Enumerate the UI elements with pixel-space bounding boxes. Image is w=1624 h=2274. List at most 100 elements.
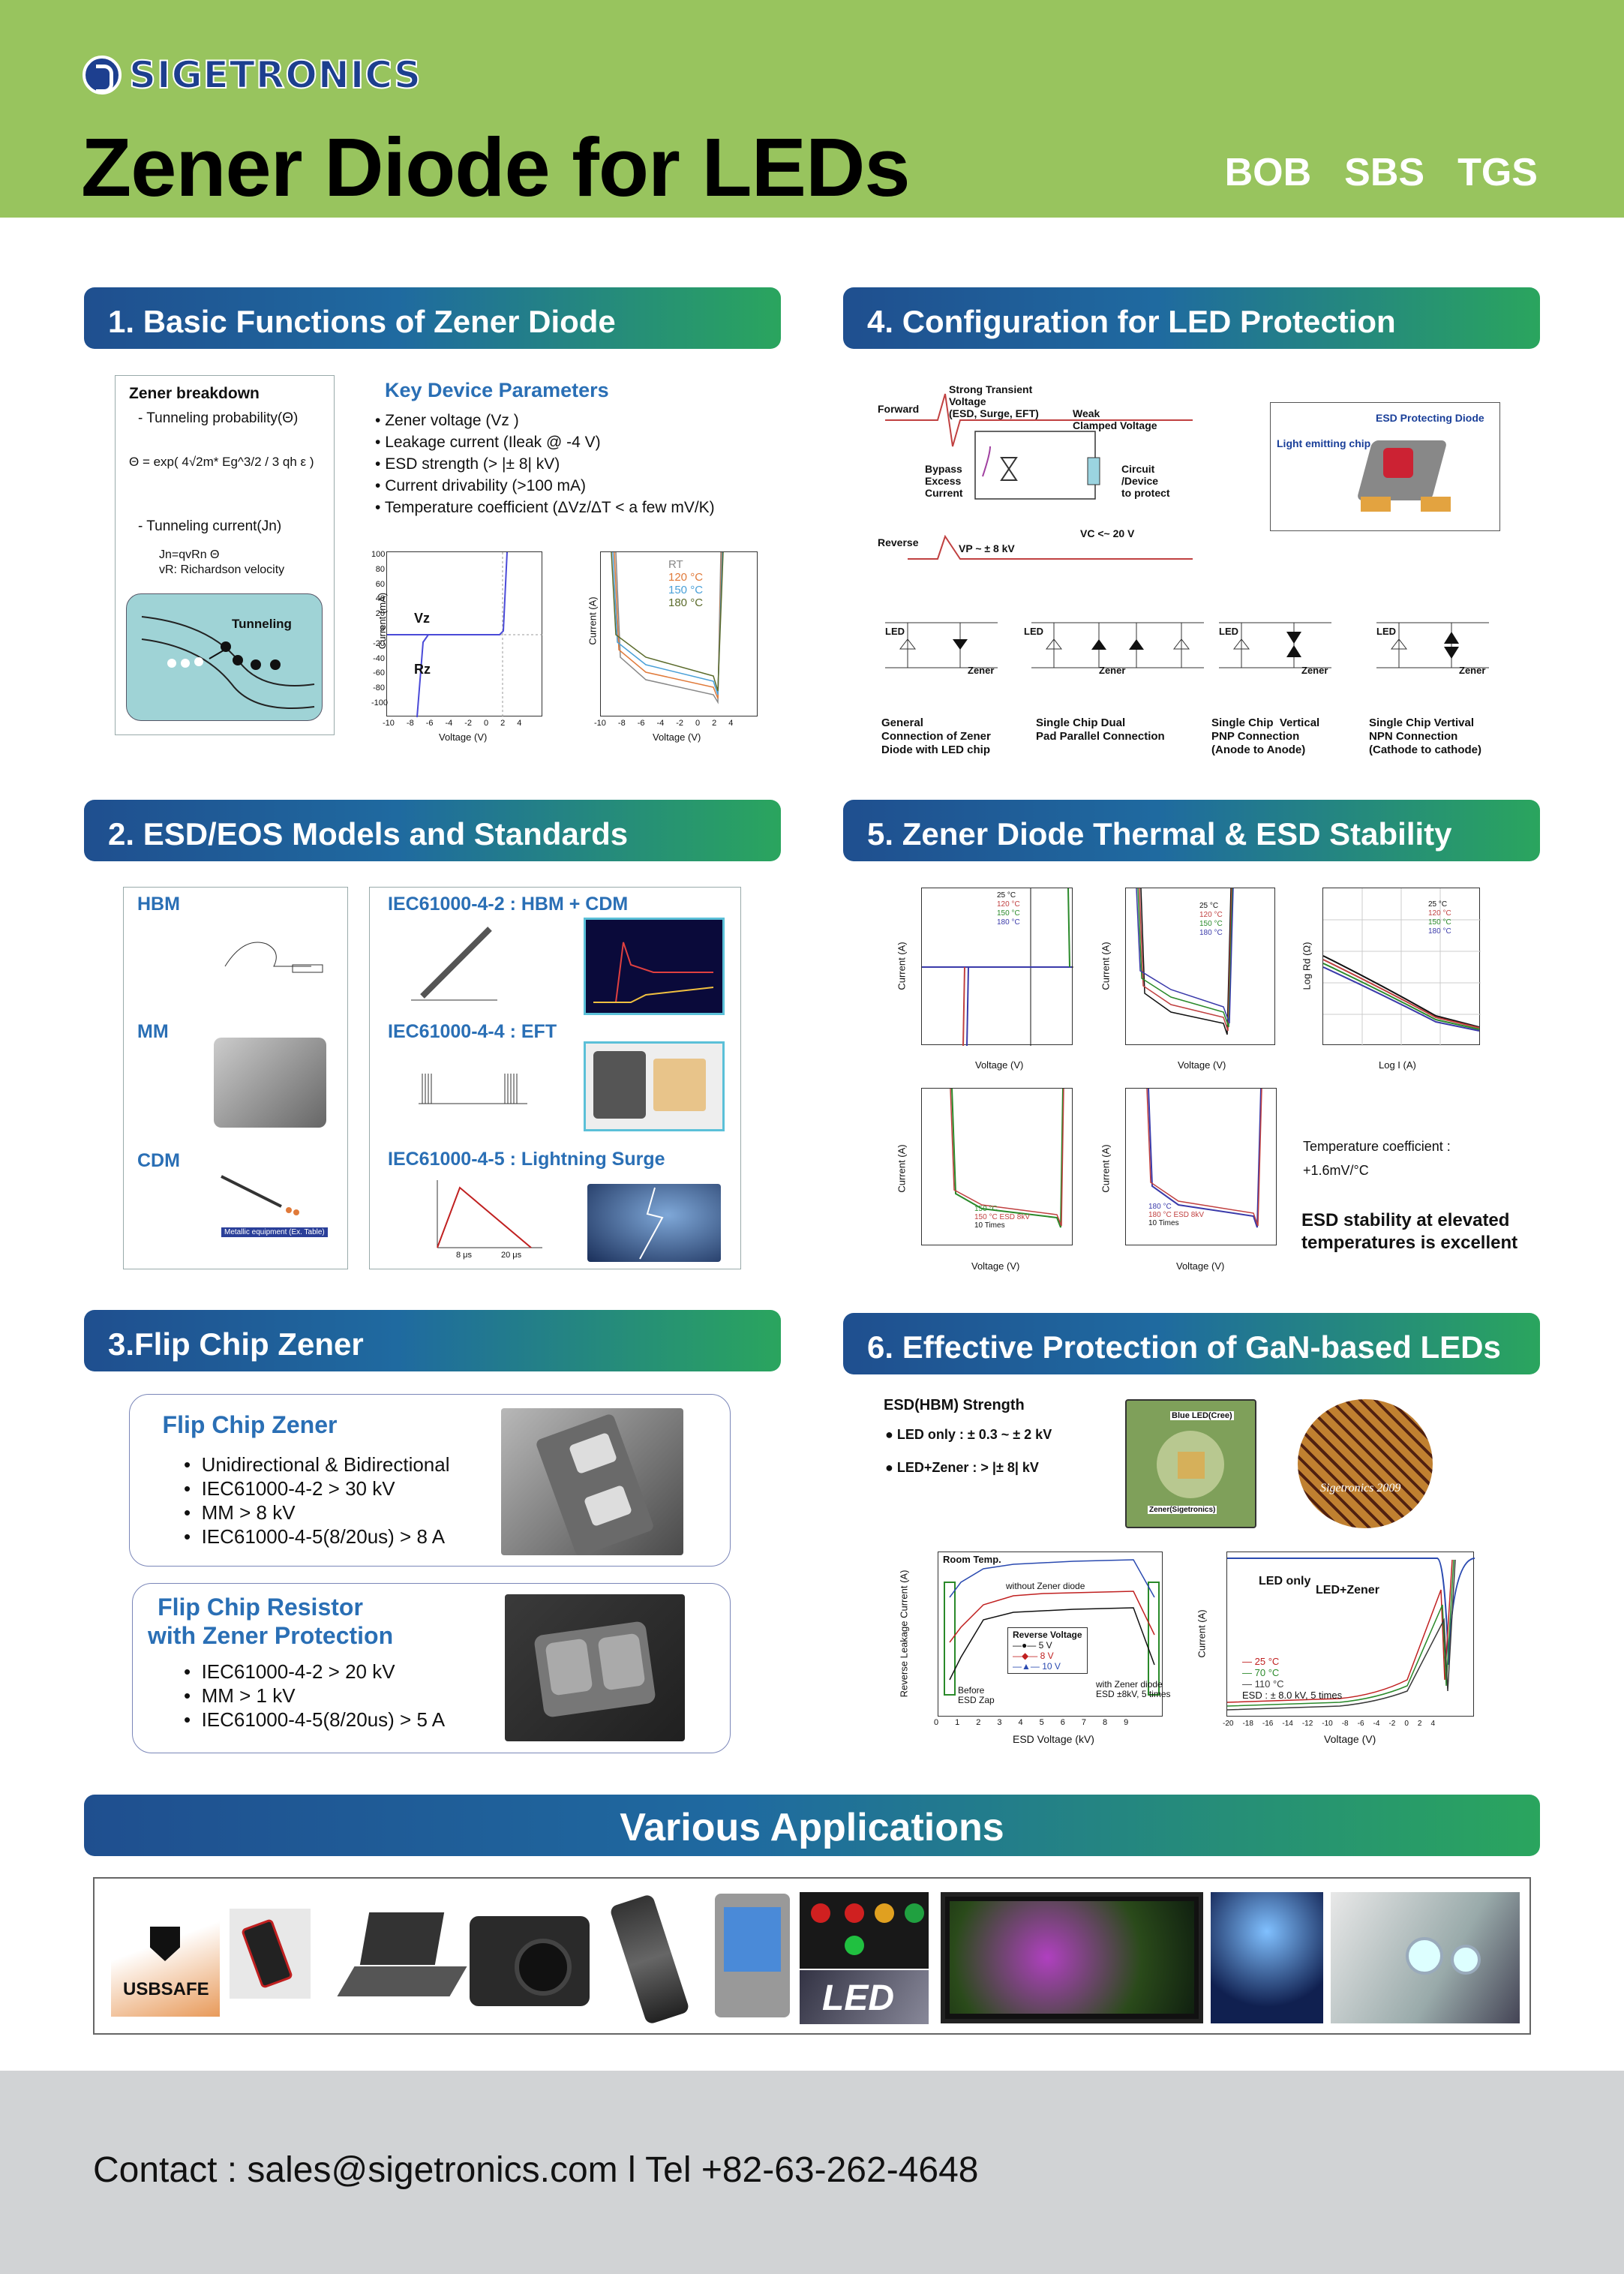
chart2-ylabel: Current (A) [587,596,599,645]
thermal-xlabel: Voltage (V) [1176,1260,1225,1272]
vr-definition: vR: Richardson velocity [159,563,285,576]
mm-robot-image [214,1038,326,1128]
led-only-curve-label: LED only [1259,1575,1311,1588]
section-5-header: 5. Zener Diode Thermal & ESD Stability [843,800,1540,861]
thermal-ylabel: Current (A) [896,1144,908,1193]
room-temp-label: Room Temp. [943,1554,1001,1565]
contact-info: Contact : sales@sigetronics.com l Tel +8… [93,2150,979,2190]
protection-circuit-diagram: Forward Strong Transient Voltage (ESD, S… [878,379,1238,566]
chart2-xlabel: Voltage (V) [653,731,701,743]
vz-label: Vz [414,611,431,626]
thermal-ylabel: Current (A) [1100,942,1112,990]
weak-clamped-label: Weak Clamped Voltage [1073,407,1157,431]
header-band [0,0,1624,218]
code-sbs: SBS [1344,151,1425,194]
esd-diode-label: ESD Protecting Diode [1376,412,1484,424]
led-sign-image: LED [800,1970,929,2024]
brand-name: SIGETRONICS [128,53,422,98]
laptop-image [337,1912,467,2010]
tunneling-current-label: - Tunneling current(Jn) [138,518,282,534]
flip-chip-resistor-photo [505,1594,685,1741]
flip-spec-item: • IEC61000-4-5(8/20us) > 5 A [184,1708,446,1731]
esd-strength-title: ESD(HBM) Strength [884,1397,1025,1413]
traffic-signal-image [800,1892,929,1969]
phone-image [230,1909,311,1999]
surge-tick-8us: 8 μs [456,1251,473,1260]
led-sign-text: LED [822,1978,894,2018]
log-ylabel: Log Rd (Ω) [1301,942,1313,990]
led-package-image: ESD Protecting Diode Light emitting chip [1270,402,1500,531]
cellphone-image [597,1893,695,2026]
tunneling-illustration: Tunneling [126,593,323,721]
key-params-title: Key Device Parameters [385,379,609,401]
flip-spec-item: • MM > 1 kV [184,1684,296,1707]
with-zener-label: with Zener diode ESD ±8kV, 5 times [1096,1679,1171,1699]
iv-chart-log: RT 120 °C 150 °C 180 °C [600,551,758,716]
config-caption: Single Chip Dual Pad Parallel Connection [1036,716,1165,743]
config-pnp: LED Zener Single Chip Vertical PNP Conne… [1211,608,1361,758]
param-item: • Current drivability (>100 mA) [375,477,587,494]
flip-chip-zener-card: Flip Chip Zener • Unidirectional & Bidir… [129,1394,731,1567]
surge-tick-20us: 20 μs [501,1251,522,1260]
eft-components-image [584,1041,725,1131]
applications-header: Various Applications [84,1795,1540,1856]
chart1-xlabel: Voltage (V) [439,731,488,743]
tunneling-label: Tunneling [232,617,292,631]
leakage-vs-esd-chart: Room Temp. without Zener diode with Zene… [938,1552,1171,1717]
before-zap-label: Before ESD Zap [958,1685,995,1705]
strong-transient-label: Strong Transient Voltage (ESD, Surge, EF… [949,383,1039,419]
usb-safe-logo: USBSAFE [111,1897,220,2017]
usb-safe-text: USBSAFE [123,1979,209,1999]
thermal-ylabel: Current (A) [896,942,908,990]
blue-led-label: Blue LED(Cree) [1170,1411,1234,1420]
section-4-header: 4. Configuration for LED Protection [843,287,1540,349]
thermal-xlabel: Voltage (V) [1178,1059,1226,1071]
iec-4-4-label: IEC61000-4-4 : EFT [388,1021,557,1042]
forward-label: Forward [878,403,920,415]
param-item: • ESD strength (> |± 8| kV) [375,455,560,473]
circuit-label: Circuit /Device to protect [1121,463,1170,499]
section-2-header: 2. ESD/EOS Models and Standards [84,800,781,861]
vp-label: VP ~ ± 8 kV [959,542,1015,554]
hbm-illustration [221,921,326,989]
configuration-row: LED Zener General Connection of Zener Di… [878,608,1538,758]
param-item: • Leakage current (Ileak @ -4 V) [375,434,601,451]
vc-label: VC <~ 20 V [1080,527,1135,539]
led-chip-photo: Blue LED(Cree) Zener(Sigetronics) [1125,1399,1256,1528]
car-headlight-image [1331,1892,1520,2023]
config-general: LED Zener General Connection of Zener Di… [878,608,1028,758]
led-zener-curve-label: LED+Zener [1316,1584,1379,1597]
section-3-header: 3.Flip Chip Zener [84,1310,781,1371]
breakdown-title: Zener breakdown [129,385,260,402]
flip-spec-item: • IEC61000-4-5(8/20us) > 8 A [184,1525,446,1548]
config-caption: Single Chip Vertical PNP Connection (Ano… [1211,716,1320,756]
iec-4-2-label: IEC61000-4-2 : HBM + CDM [388,894,629,915]
pda-image [715,1894,790,2017]
camera-image [470,1916,590,2006]
cdm-label: CDM [137,1150,180,1171]
stage-lighting-image [1211,1892,1323,2023]
temp-coef-label: Temperature coefficient : [1303,1139,1451,1154]
logo-mark-icon [83,56,122,95]
temp-coef-value: +1.6mV/°C [1303,1163,1369,1178]
param-item: • Zener voltage (Vz ) [375,412,519,429]
leakage-ylabel: Reverse Leakage Current (A) [898,1570,910,1698]
jn-equation: Jn=qvRn Θ [159,548,220,561]
thermal-xlabel: Voltage (V) [971,1260,1020,1272]
wafer-photo: Sigetronics 2009 [1298,1399,1433,1528]
flip-spec-item: • MM > 8 kV [184,1501,296,1524]
gan-current-ylabel: Current (A) [1196,1609,1208,1658]
thermal-xlabel: Voltage (V) [975,1059,1024,1071]
flip-chip-zener-photo [501,1408,683,1555]
rz-label: Rz [414,662,431,677]
flip-spec-item: • Unidirectional & Bidirectional [184,1453,450,1476]
